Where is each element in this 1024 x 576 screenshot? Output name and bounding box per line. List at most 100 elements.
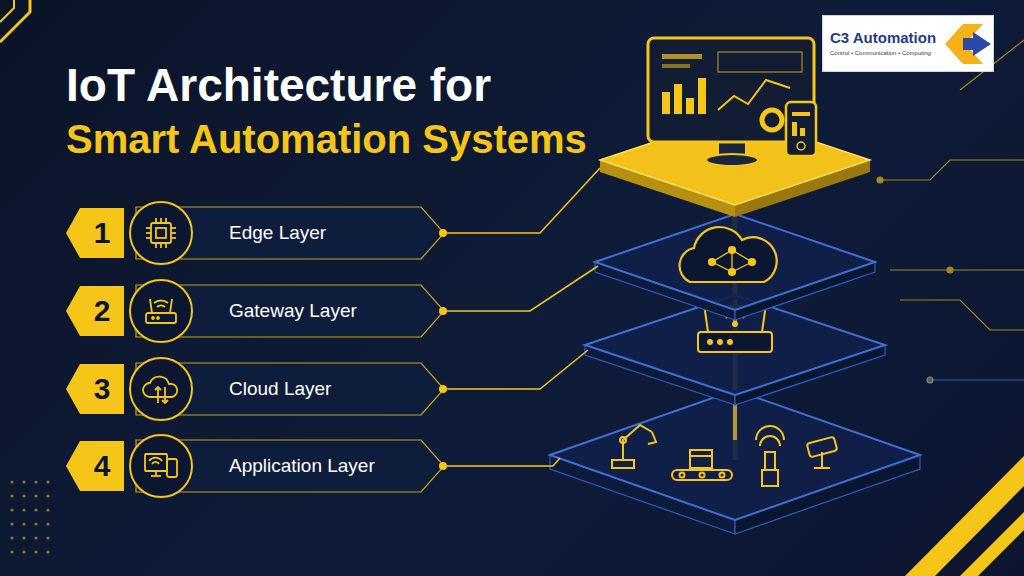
decor-circle <box>10 536 13 539</box>
decor-rect <box>690 450 712 468</box>
decor-circle <box>729 269 735 275</box>
decor-circle <box>22 522 25 525</box>
decor-line <box>171 227 176 229</box>
decor-polyline <box>623 425 652 460</box>
decor-line <box>155 218 157 223</box>
monitor-icon <box>648 38 816 166</box>
decor-circle <box>718 340 722 344</box>
decor-rect <box>662 64 690 68</box>
decor-rect <box>151 223 171 243</box>
decor-circle <box>10 522 13 525</box>
decor-polyline <box>0 0 14 22</box>
decor-rect <box>612 460 634 468</box>
decor-circle <box>749 259 755 265</box>
decor-path <box>756 426 784 440</box>
decor-polyline <box>0 0 30 42</box>
decor-line <box>160 218 162 223</box>
decor-rect <box>674 84 682 114</box>
circuit-lines <box>877 40 1024 383</box>
decor-line <box>164 387 166 403</box>
decor-circle <box>620 437 626 443</box>
decor-circle <box>708 340 712 344</box>
decor-polyline <box>162 400 168 403</box>
cloud-icon <box>680 227 777 282</box>
decor-circle <box>947 267 953 273</box>
layer-item: 3Cloud Layer <box>66 357 456 421</box>
decor-circle <box>46 494 49 497</box>
decor-circle <box>34 480 37 483</box>
decor-circle <box>927 377 933 383</box>
decor-line <box>146 232 151 234</box>
decor-polyline <box>900 300 1024 330</box>
decor-circle <box>720 473 725 478</box>
decor-circle <box>22 536 25 539</box>
decor-line <box>171 237 176 239</box>
layer-label: Application Layer <box>229 455 429 477</box>
decor-circle <box>46 536 49 539</box>
dot-grid <box>10 480 49 553</box>
decor-path <box>760 436 780 446</box>
connector-dot <box>439 229 447 237</box>
decor-line <box>157 387 159 403</box>
decor-rect <box>762 470 778 486</box>
decor-line <box>160 243 162 248</box>
decor-line <box>150 299 152 313</box>
connector-dot <box>439 385 447 393</box>
decor-line <box>690 455 712 457</box>
decor-rect <box>786 102 816 156</box>
decor-rect <box>698 78 706 114</box>
decor-circle <box>762 110 782 130</box>
decor-path <box>680 227 777 282</box>
layer-icon <box>146 299 176 323</box>
decor-circle <box>700 473 705 478</box>
decor-circle <box>46 522 49 525</box>
decor-circle <box>729 247 735 253</box>
connector-dot <box>439 307 447 315</box>
decor-path <box>154 300 168 303</box>
decor-polyline <box>890 269 1024 270</box>
layer-label: Cloud Layer <box>229 378 429 400</box>
logo-box: C3 AutomationControl • Communication • C… <box>822 15 994 72</box>
decor-circle <box>22 508 25 511</box>
decor-line <box>165 218 167 223</box>
decor-circle <box>733 322 737 326</box>
decor-g <box>662 54 706 114</box>
logo-tagline: Control • Communication • Computing <box>830 49 958 57</box>
decor-circle <box>877 177 883 183</box>
decor-circle <box>797 142 805 150</box>
connector-dot <box>439 462 447 470</box>
decor-circle <box>46 480 49 483</box>
decor-rect <box>662 54 702 59</box>
decor-polyline <box>155 387 161 390</box>
decor-path <box>157 305 165 307</box>
decor-circle <box>680 473 685 478</box>
decor-circle <box>46 550 49 553</box>
decor-polygon <box>595 214 875 310</box>
decor-ellipse <box>706 154 758 166</box>
decor-polyline <box>930 379 1024 380</box>
decor-line <box>170 299 172 313</box>
decor-rect <box>800 128 805 136</box>
decor-rect <box>765 452 775 470</box>
decor-line <box>151 475 161 477</box>
icon-circle <box>130 280 192 342</box>
decor-line <box>814 467 830 469</box>
icon-circle <box>130 435 192 497</box>
decor-circle <box>10 550 13 553</box>
callout-number: 2 <box>78 293 126 329</box>
decor-line <box>171 232 176 234</box>
decor-circle <box>10 480 13 483</box>
decor-circle <box>10 494 13 497</box>
corner-stripes <box>905 456 1024 576</box>
decor-rect <box>718 52 802 72</box>
decor-polyline <box>443 458 560 466</box>
corner-accent <box>0 0 30 42</box>
decor-polyline <box>880 160 1024 180</box>
decor-line <box>146 227 151 229</box>
layer-label: Gateway Layer <box>229 300 429 322</box>
decor-path <box>143 377 177 397</box>
decor-path <box>152 462 159 464</box>
decor-rect <box>146 313 176 323</box>
decor-circle <box>709 259 715 265</box>
